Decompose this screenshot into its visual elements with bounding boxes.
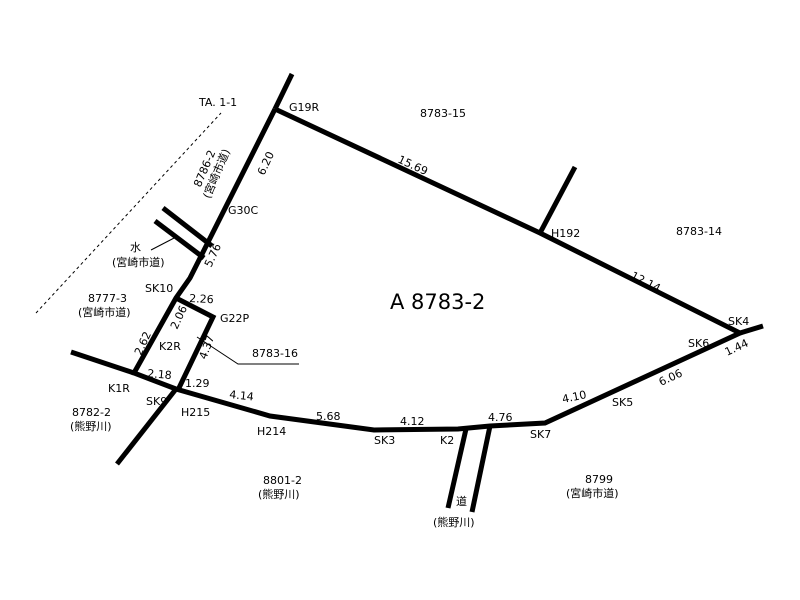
distance-h192-sk4: 12.14 bbox=[629, 269, 663, 295]
label-water-no: 水 bbox=[130, 241, 141, 254]
point-sk6: SK6 bbox=[688, 337, 709, 350]
point-sk9: SK9 bbox=[146, 395, 167, 408]
spur-h192 bbox=[537, 165, 578, 235]
label-water-owner: (宮崎市道) bbox=[112, 255, 165, 269]
leader-8783-16 bbox=[196, 336, 299, 365]
point-g19r: G19R bbox=[289, 101, 320, 114]
label-8801-2-no: 8801-2 bbox=[263, 474, 302, 487]
distance-sk10-g22p: 2.26 bbox=[189, 292, 214, 306]
water-channel-line-1 bbox=[161, 206, 214, 248]
label-8801-2-owner: (熊野川) bbox=[258, 487, 300, 501]
water-channel-line-2 bbox=[153, 219, 206, 260]
point-k2r: K2R bbox=[159, 340, 181, 353]
point-k1r: K1R bbox=[108, 382, 130, 395]
point-sk3: SK3 bbox=[374, 434, 395, 447]
label-8777-3-no: 8777-3 bbox=[88, 292, 127, 305]
distance-sk3-k2: 4.12 bbox=[400, 415, 425, 428]
point-g30c: G30C bbox=[228, 204, 259, 217]
distance-sk9-h215: 1.29 bbox=[185, 377, 210, 390]
label-road-no: 道 bbox=[456, 494, 467, 508]
distance-sk7-sk5: 4.10 bbox=[561, 388, 588, 406]
point-k2: K2 bbox=[440, 434, 454, 447]
label-8783-14: 8783-14 bbox=[676, 225, 722, 238]
distance-k1r-sk9: 2.18 bbox=[147, 367, 173, 382]
label-8799-no: 8799 bbox=[585, 473, 613, 486]
label-road-owner: (熊野川) bbox=[433, 515, 475, 529]
label-8777-3-owner: (宮崎市道) bbox=[78, 305, 131, 319]
dashed-boundary-line bbox=[35, 112, 222, 314]
label-ta: TA. 1-1 bbox=[198, 96, 237, 109]
road-line-k2-west bbox=[445, 428, 469, 509]
label-8799-owner: (宮崎市道) bbox=[566, 486, 619, 500]
point-sk5: SK5 bbox=[612, 396, 633, 409]
distance-h215-h214: 4.14 bbox=[229, 388, 255, 403]
label-8782-2-owner: (熊野川) bbox=[70, 419, 112, 433]
parcel-title: A 8783-2 bbox=[390, 290, 485, 314]
boundary-extension-north bbox=[272, 72, 295, 111]
point-h215: H215 bbox=[181, 406, 210, 419]
road-line-west bbox=[70, 349, 135, 376]
label-8782-2-no: 8782-2 bbox=[72, 406, 111, 419]
point-sk7: SK7 bbox=[530, 428, 551, 441]
point-h214: H214 bbox=[257, 425, 286, 438]
road-line-southwest bbox=[115, 387, 178, 466]
road-line-k2-east bbox=[469, 425, 493, 513]
point-sk10: SK10 bbox=[145, 282, 173, 295]
point-g22p: G22P bbox=[220, 312, 250, 325]
distance-g22p-h215: 4.37 bbox=[197, 334, 218, 361]
distance-k2-sk7: 4.76 bbox=[488, 411, 513, 424]
point-sk4: SK4 bbox=[728, 315, 749, 328]
distance-h214-sk3: 5.68 bbox=[316, 410, 341, 423]
distance-g19r-g30c: 6.20 bbox=[255, 150, 277, 178]
water-leader-line bbox=[150, 235, 179, 251]
spur-sk10-g22p bbox=[174, 295, 217, 392]
boundary-extension-east bbox=[739, 323, 764, 336]
label-8783-16: 8783-16 bbox=[252, 347, 298, 360]
label-8783-15: 8783-15 bbox=[420, 107, 466, 120]
point-h192: H192 bbox=[551, 227, 580, 240]
